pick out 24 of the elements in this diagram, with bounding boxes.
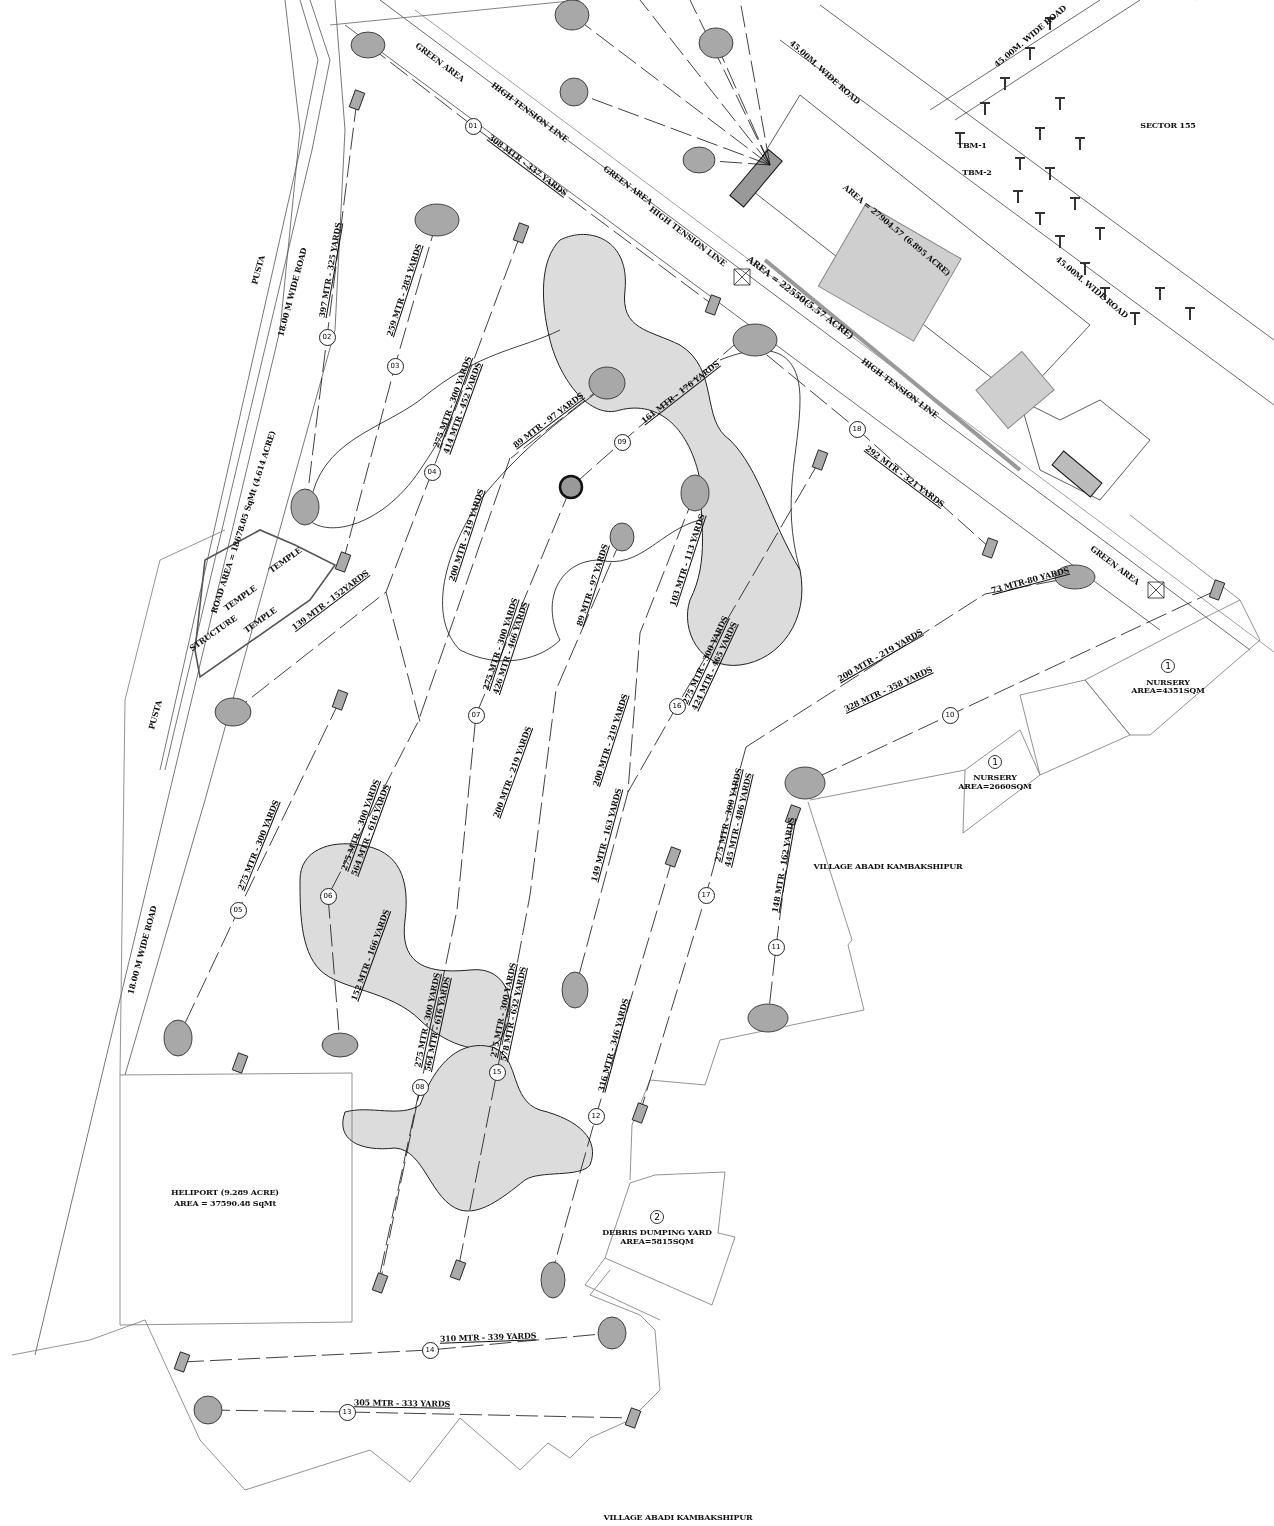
area-label: HELIPORT (9.289 ACRE) (171, 1188, 279, 1196)
area-label: AREA = 37590.48 SqMt (174, 1199, 276, 1207)
area-label: NURSERY (973, 773, 1017, 781)
plot-number-marker: 1 (1161, 659, 1175, 673)
distance-label: 305 MTR - 333 YARDS (353, 1398, 451, 1408)
plot-number-marker: 1 (988, 755, 1002, 769)
distance-label: 148 MTR - 162 YARDS (770, 816, 796, 914)
area-label: SECTOR 155 (1140, 121, 1196, 129)
area-label: 18.00 M WIDE ROAD (126, 904, 158, 996)
area-label: DEBRIS DUMPING YARD (602, 1228, 712, 1236)
area-label: 18.00 M WIDE ROAD (276, 246, 308, 338)
area-label: TBM-1 (957, 141, 987, 149)
distance-label: 397 MTR - 325 YARDS (317, 221, 343, 319)
plot-number-marker: 2 (650, 1210, 664, 1224)
area-label: AREA=5815SQM (620, 1237, 694, 1245)
area-label: AREA=2660SQM (958, 782, 1032, 790)
area-label: VILLAGE ABADI KAMBAKSHIPUR (603, 1513, 753, 1521)
area-label: AREA=4351SQM (1131, 686, 1205, 694)
area-label: NURSERY (1146, 678, 1190, 686)
area-label: TBM-2 (962, 168, 992, 176)
distance-label: 149 MTR - 163 YARDS (589, 787, 623, 883)
area-label: VILLAGE ABADI KAMBAKSHIPUR (813, 862, 963, 870)
distance-label: 310 MTR - 339 YARDS (439, 1331, 537, 1343)
distance-label: 316 MTR - 346 YARDS (596, 997, 630, 1093)
